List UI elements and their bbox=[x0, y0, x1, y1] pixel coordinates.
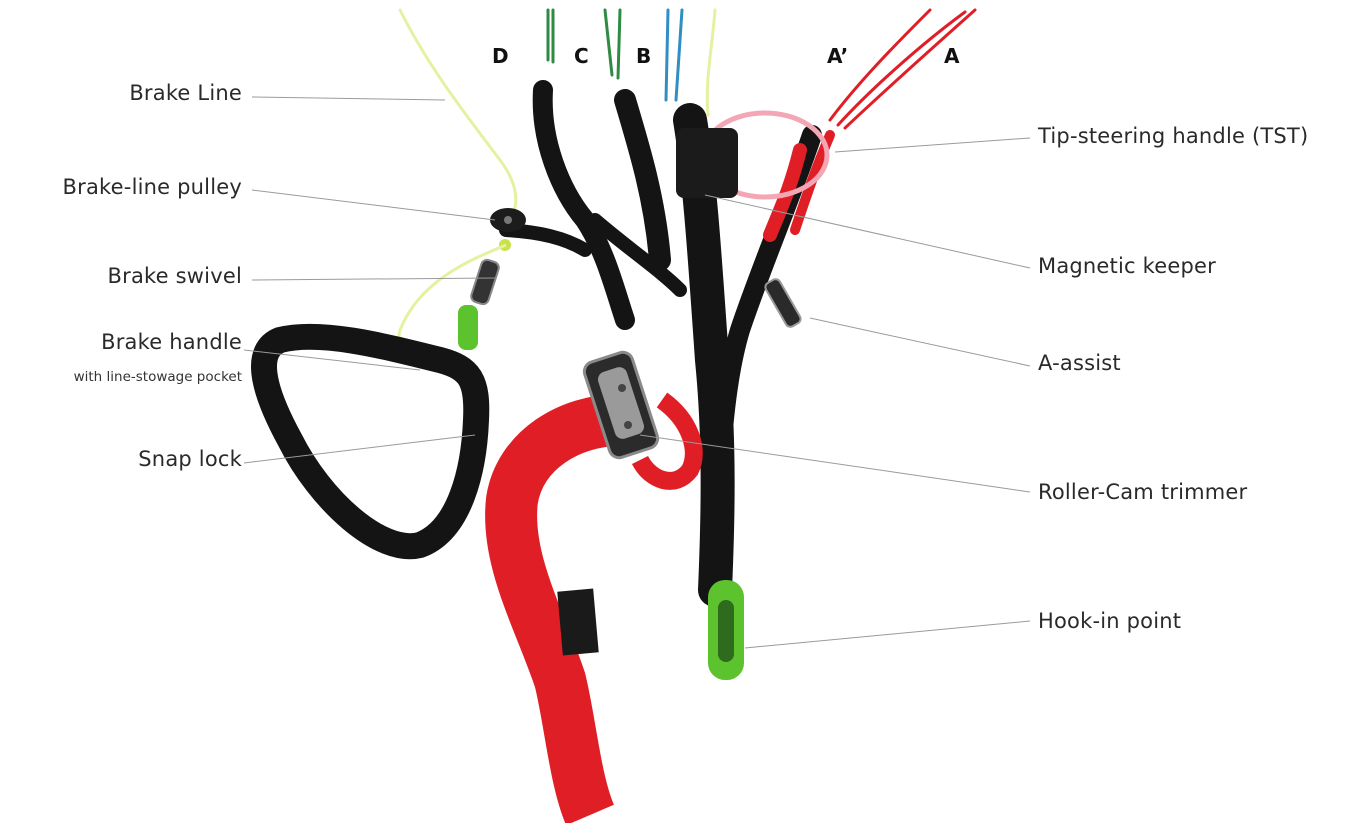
label-hook-in-point: Hook-in point bbox=[1038, 609, 1181, 633]
label-brake-line-pulley: Brake-line pulley bbox=[63, 175, 242, 199]
hook-in-inner bbox=[718, 600, 734, 662]
label-magnetic-keeper: Magnetic keeper bbox=[1038, 254, 1216, 278]
leader-brake-line bbox=[252, 97, 445, 100]
leader-brake-swivel bbox=[252, 278, 495, 280]
riser-webbing bbox=[506, 90, 812, 590]
label-a-assist: A-assist bbox=[1038, 351, 1121, 375]
label-tip-steering-handle: Tip-steering handle (TST) bbox=[1038, 124, 1308, 148]
pulley-strap bbox=[506, 230, 585, 250]
pulley-axle bbox=[504, 216, 512, 224]
d-lines bbox=[548, 10, 553, 62]
trimmer-strap-black-band bbox=[557, 589, 598, 656]
c-riser bbox=[625, 100, 660, 260]
a-assist-handle bbox=[764, 277, 803, 328]
c-lines bbox=[605, 10, 620, 78]
leader-tst bbox=[835, 138, 1030, 152]
label-brake-swivel: Brake swivel bbox=[108, 264, 242, 288]
tst-line bbox=[707, 10, 715, 115]
brake-handle-green-toggle bbox=[458, 305, 478, 350]
leader-hook-in bbox=[745, 621, 1030, 648]
label-brake-line: Brake Line bbox=[129, 81, 242, 105]
leader-brake-pulley bbox=[252, 190, 495, 220]
cam-rivet-1 bbox=[618, 384, 626, 392]
d-riser bbox=[543, 90, 625, 320]
label-brake-handle-note: with line-stowage pocket bbox=[74, 369, 242, 385]
brake-handle-loop bbox=[264, 337, 476, 546]
label-snap-lock: Snap lock bbox=[138, 447, 242, 471]
cam-rivet-2 bbox=[624, 421, 632, 429]
magnetic-keeper-block bbox=[676, 128, 738, 198]
riser-label-d: D bbox=[492, 44, 509, 68]
riser-label-a: A bbox=[944, 44, 959, 68]
label-brake-handle: Brake handle bbox=[101, 330, 242, 354]
leader-magnetic-keeper bbox=[705, 195, 1030, 268]
riser-label-b: B bbox=[636, 44, 651, 68]
leader-a-assist bbox=[810, 318, 1030, 366]
riser-label-a-prime: A’ bbox=[827, 44, 848, 68]
b-lines bbox=[666, 10, 682, 100]
a-lines bbox=[830, 10, 975, 128]
riser-label-c: C bbox=[574, 44, 589, 68]
brake-line-upper bbox=[400, 10, 516, 215]
brake-swivel-body bbox=[470, 258, 501, 305]
label-roller-cam-trimmer: Roller-Cam trimmer bbox=[1038, 480, 1247, 504]
